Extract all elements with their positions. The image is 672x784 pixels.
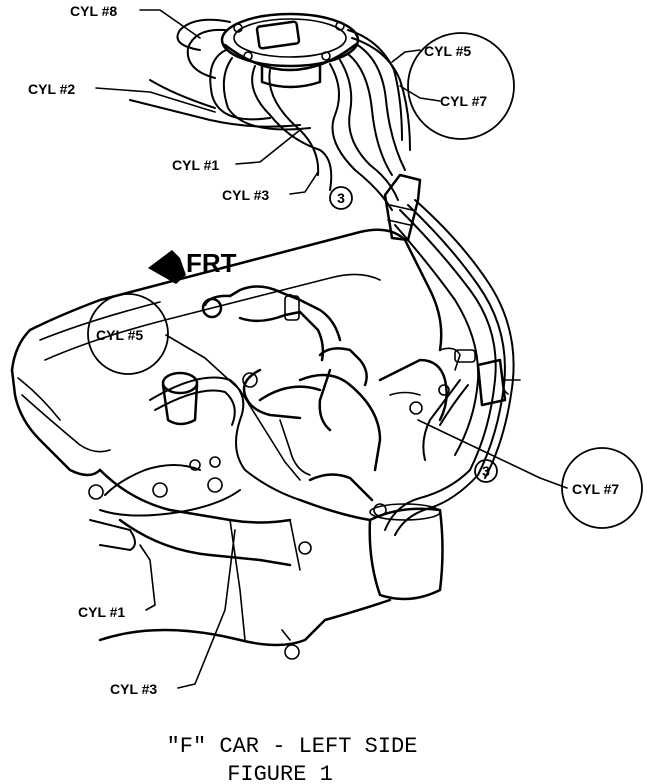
- highlight-circle-cyl5-engine: [87, 293, 169, 375]
- engine-block: [10, 228, 521, 660]
- label-cyl7-right: CYL #7: [572, 481, 619, 497]
- label-cyl7-top: CYL #7: [440, 93, 487, 109]
- caption-line-1: "F" CAR - LEFT SIDE: [167, 734, 418, 759]
- left-arrow-icon: [148, 250, 186, 284]
- front-label: FRT: [186, 248, 237, 278]
- wire-bracket-right: [476, 358, 507, 407]
- label-cyl2: CYL #2: [28, 81, 75, 97]
- label-cyl8: CYL #8: [70, 3, 117, 19]
- front-direction-indicator: FRT: [148, 248, 237, 284]
- leader-lines: [95, 9, 568, 689]
- label-cyl5-engine: CYL #5: [96, 327, 143, 343]
- label-cyl3-top: CYL #3: [222, 187, 269, 203]
- cover-wires: [89, 376, 301, 552]
- label-cyl1-top: CYL #1: [172, 157, 219, 173]
- wire-bracket-top: [383, 173, 422, 242]
- label-cyl3-bottom: CYL #3: [110, 681, 157, 697]
- marker-3-top: 3: [329, 186, 353, 210]
- label-cyl1-bottom: CYL #1: [78, 604, 125, 620]
- highlight-circle-cyl7-right: [561, 447, 643, 529]
- svg-text:3: 3: [482, 463, 490, 479]
- highlight-circle-cyl5-top: [407, 32, 515, 140]
- label-cyl5-top: CYL #5: [424, 43, 471, 59]
- caption-line-2: FIGURE 1: [227, 762, 333, 784]
- svg-text:3: 3: [337, 190, 345, 206]
- distributor-cap: [220, 12, 360, 89]
- marker-3-right: 3: [474, 459, 498, 483]
